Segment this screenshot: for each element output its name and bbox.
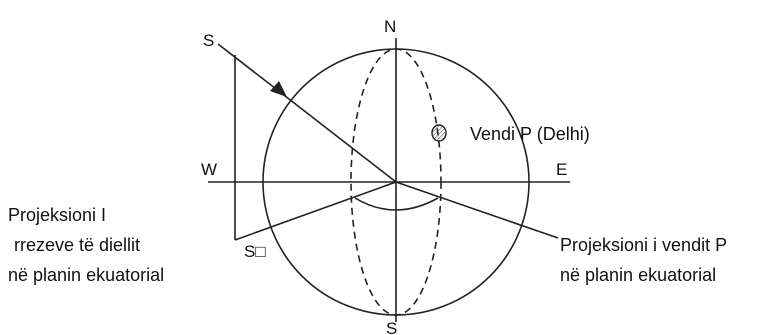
west-label: W [201,160,217,179]
place-proj-caption-line-1: Projeksioni i vendit P [560,235,727,255]
east-label: E [556,160,567,179]
place-marker [431,124,447,142]
sun-ray-arrowhead [270,81,287,97]
sun-proj-caption-line-2: rrezeve të diellit [14,235,140,255]
sun-proj-caption-line-3: në planin ekuatorial [8,265,164,285]
sun-ray-line [217,43,397,183]
sun-projection-label: S□ [244,242,266,261]
sun-label: S [203,31,214,50]
north-label: N [384,17,396,36]
place-projection-line [395,181,559,239]
sun-proj-caption-line-1: Projeksioni I [8,205,106,225]
sun-projection-line [234,181,397,241]
place-label: Vendi P (Delhi) [470,124,590,144]
angle-arc [354,197,439,211]
place-proj-caption-line-2: në planin ekuatorial [560,265,716,285]
south-label: S [386,319,397,335]
